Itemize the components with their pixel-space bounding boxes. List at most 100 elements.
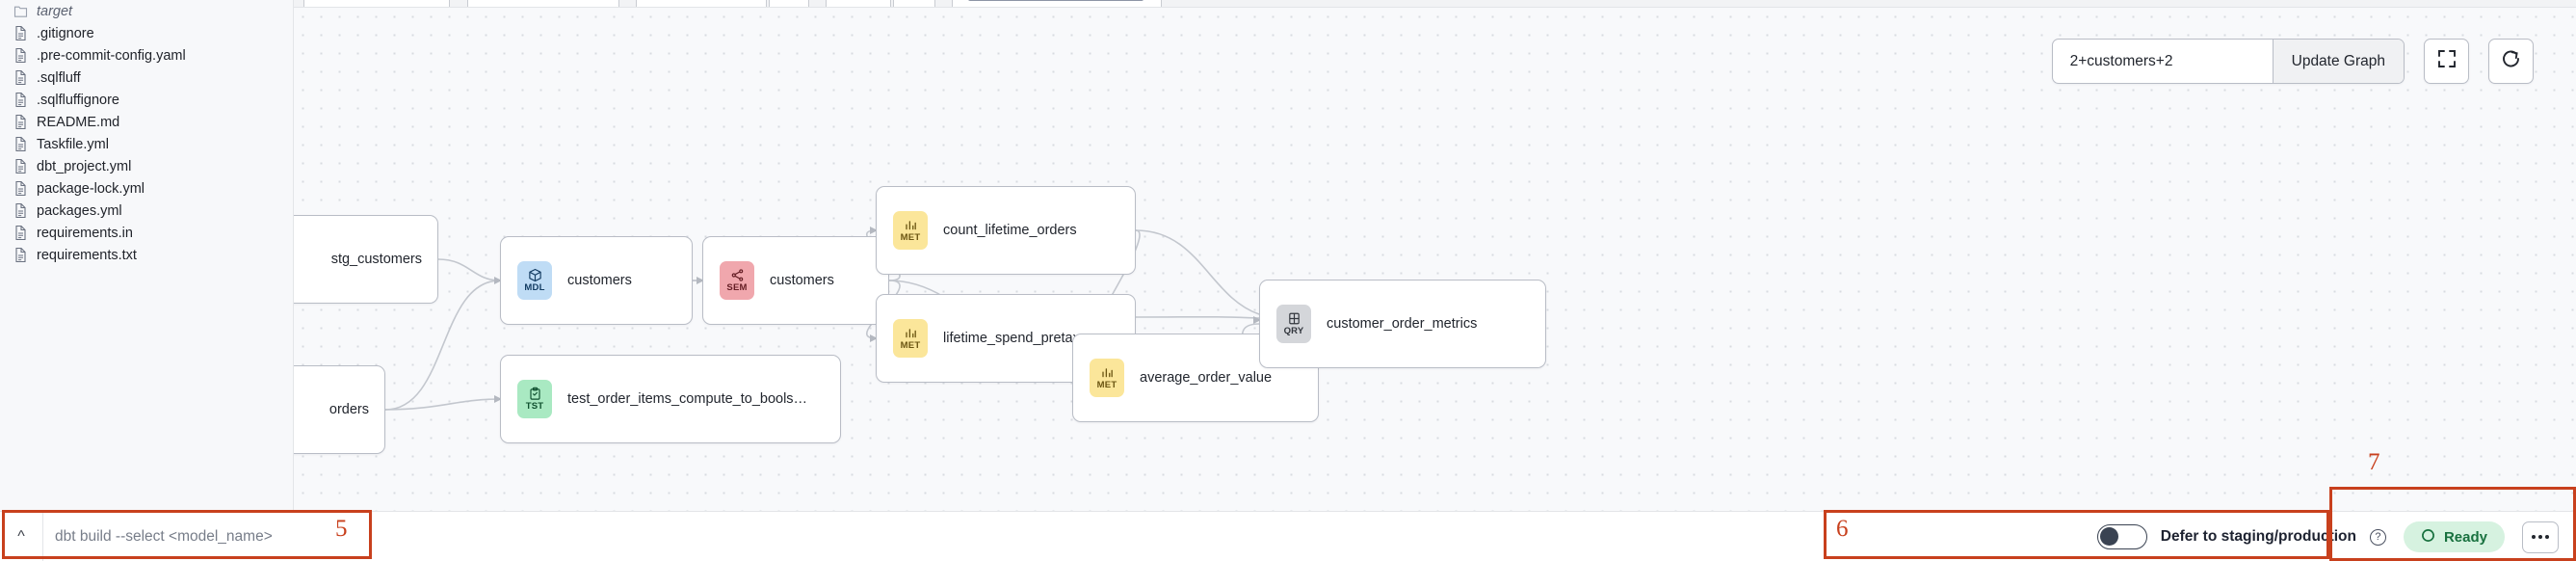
file-name: .sqlfluffignore (37, 92, 119, 108)
file-icon (13, 69, 28, 86)
file-icon (13, 225, 28, 241)
node-type-badge-tst: TST (517, 380, 552, 418)
file-row-requirements-txt[interactable]: requirements.txt (0, 244, 293, 266)
bottom-bar-right-controls: Defer to staging/production ? Ready (2096, 512, 2559, 561)
defer-label: Defer to staging/production (2160, 528, 2356, 545)
editor-tab[interactable] (893, 0, 935, 7)
node-label: test_order_items_compute_to_bools… (567, 391, 808, 407)
update-graph-button[interactable]: Update Graph (2272, 40, 2404, 83)
badge-text: MET (900, 232, 921, 244)
file-name: requirements.txt (37, 247, 137, 263)
file-explorer-sidebar[interactable]: target .gitignore .pre-commit-config.yaml.… (0, 0, 294, 511)
file-icon (13, 247, 28, 263)
node-type-badge-met: MET (893, 211, 928, 250)
node-type-badge-met: MET (1090, 359, 1124, 397)
file-icon (13, 202, 28, 219)
lineage-node-orders[interactable]: orders (294, 365, 385, 454)
badge-text: QRY (1283, 326, 1304, 337)
annotation-number-5: 5 (335, 516, 348, 542)
node-label: lifetime_spend_pretax (943, 331, 1080, 346)
node-label: customer_order_metrics (1327, 316, 1478, 332)
file-row-dbt-project-yml[interactable]: dbt_project.yml (0, 155, 293, 177)
fullscreen-button[interactable] (2424, 39, 2469, 84)
node-label: count_lifetime_orders (943, 223, 1077, 238)
badge-text: TST (525, 401, 544, 413)
file-list: target .gitignore .pre-commit-config.yaml.… (0, 0, 293, 266)
refresh-icon (2500, 48, 2522, 75)
badge-text: MDL (524, 282, 545, 294)
more-options-button[interactable] (2522, 521, 2559, 553)
node-label: average_order_value (1140, 370, 1273, 386)
node-type-badge-qry: QRY (1276, 305, 1311, 343)
bar-chart-icon (904, 218, 918, 232)
badge-text: MET (900, 340, 921, 352)
file-icon (13, 47, 28, 64)
file-row-package-lock-yml[interactable]: package-lock.yml (0, 177, 293, 200)
chevron-up-icon: ^ (17, 527, 25, 545)
refresh-button[interactable] (2488, 39, 2534, 84)
lineage-node-stg-customers[interactable]: stg_customers (294, 215, 438, 304)
badge-text: SEM (726, 282, 748, 294)
lineage-node-customers-sem[interactable]: SEM customers (702, 236, 889, 325)
folder-icon (13, 3, 28, 19)
lineage-node-test-order-items[interactable]: TST test_order_items_compute_to_bools… (500, 355, 841, 443)
lineage-node-count-lifetime-orders[interactable]: MET count_lifetime_orders (876, 186, 1136, 275)
file-icon (13, 136, 28, 152)
editor-tab[interactable] (303, 0, 450, 7)
semantic-icon (730, 268, 745, 282)
node-label: stg_customers (330, 252, 422, 267)
lineage-node-customers-mdl[interactable]: MDL customers (500, 236, 693, 325)
file-name: packages.yml (37, 202, 122, 219)
lineage-node-customer-order-metrics[interactable]: QRY customer_order_metrics (1259, 280, 1546, 368)
file-icon (13, 114, 28, 130)
fullscreen-icon (2436, 48, 2458, 74)
defer-toggle[interactable] (2096, 524, 2147, 549)
editor-tab[interactable] (769, 0, 809, 7)
graph-toolbar[interactable]: 2+customers+2 Update Graph (2051, 39, 2534, 84)
file-row--pre-commit-config-yaml[interactable]: .pre-commit-config.yaml (0, 44, 293, 67)
file-name: Taskfile.yml (37, 136, 109, 152)
node-label: orders (329, 402, 369, 417)
node-label: customers (770, 273, 834, 288)
status-label: Ready (2443, 528, 2487, 546)
bottom-command-bar[interactable]: ^ dbt build --select <model_name> Defer … (0, 511, 2576, 561)
editor-tab[interactable] (467, 0, 619, 7)
file-icon (13, 158, 28, 174)
node-type-badge-met: MET (893, 319, 928, 358)
circle-icon (2421, 528, 2435, 547)
node-label: customers (567, 273, 632, 288)
file-row--sqlfluffignore[interactable]: .sqlfluffignore (0, 89, 293, 111)
file-row--sqlfluff[interactable]: .sqlfluff (0, 67, 293, 89)
query-icon (1287, 311, 1301, 326)
file-name: target (37, 3, 73, 19)
editor-tab[interactable] (636, 0, 767, 7)
file-name: .gitignore (37, 25, 94, 41)
help-circle-icon[interactable]: ? (2369, 528, 2386, 546)
editor-tab-strip[interactable] (294, 0, 2576, 8)
file-name: package-lock.yml (37, 180, 145, 197)
file-row-taskfile-yml[interactable]: Taskfile.yml (0, 133, 293, 155)
badge-text: MET (1096, 380, 1117, 391)
command-input[interactable]: dbt build --select <model_name> (55, 527, 273, 545)
annotation-number-7: 7 (2368, 449, 2380, 475)
editor-tab[interactable] (826, 0, 891, 7)
bar-chart-icon (1100, 365, 1115, 380)
clipboard-icon (528, 387, 542, 401)
editor-tab-active[interactable] (952, 0, 1162, 7)
expand-console-button[interactable]: ^ (0, 511, 43, 561)
node-type-badge-sem: SEM (720, 261, 754, 300)
file-row-target[interactable]: target (0, 0, 293, 22)
file-row-requirements-in[interactable]: requirements.in (0, 222, 293, 244)
graph-selector-input[interactable]: 2+customers+2 (2069, 52, 2173, 69)
graph-selector-combo[interactable]: 2+customers+2 Update Graph (2051, 39, 2405, 84)
file-row--gitignore[interactable]: .gitignore (0, 22, 293, 44)
file-row-packages-yml[interactable]: packages.yml (0, 200, 293, 222)
node-type-badge-mdl: MDL (517, 261, 552, 300)
defer-control-group: Defer to staging/production ? (2096, 524, 2386, 549)
status-badge[interactable]: Ready (2403, 521, 2505, 552)
file-row-readme-md[interactable]: README.md (0, 111, 293, 133)
file-name: .pre-commit-config.yaml (37, 47, 186, 64)
file-name: requirements.in (37, 225, 133, 241)
